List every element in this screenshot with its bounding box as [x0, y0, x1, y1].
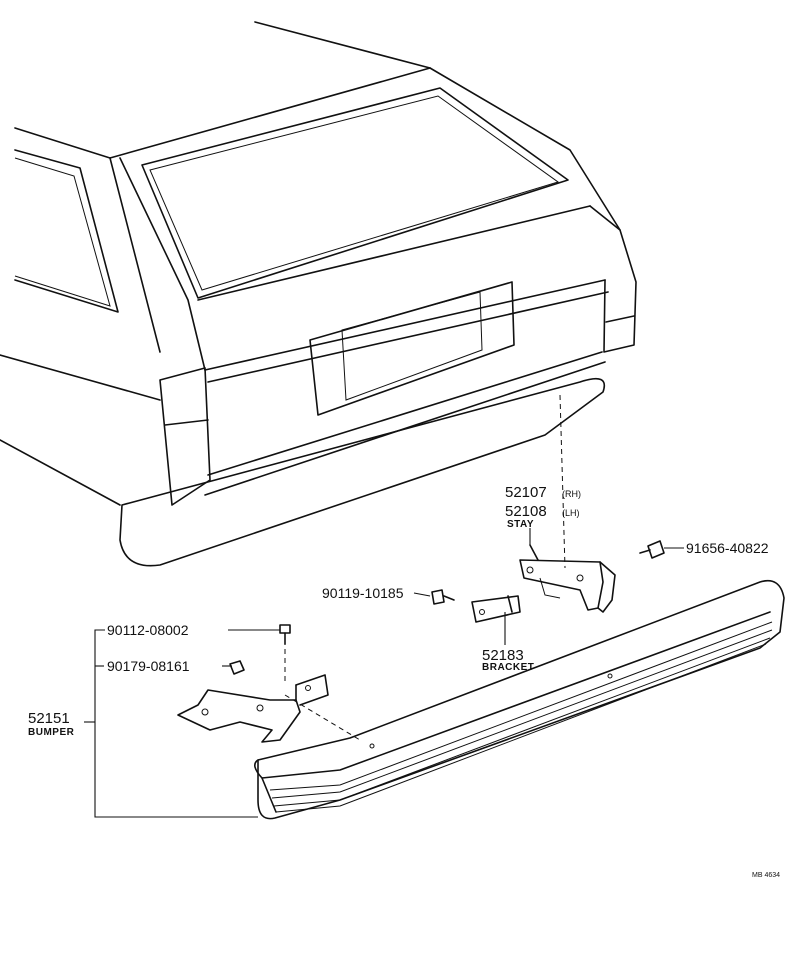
stay-part — [519, 544, 616, 613]
bracket-part — [471, 595, 521, 623]
bracket-number: 52183 — [482, 647, 524, 664]
bolt-left-number: 90112-08002 — [107, 622, 189, 638]
stay-lh-number: 52108 — [505, 503, 547, 520]
bumper-bracket-left — [177, 674, 329, 743]
bolt-left-icon — [279, 624, 291, 645]
bumper-name: BUMPER — [28, 727, 75, 738]
alignment-line-stay — [559, 394, 566, 569]
bracket-name: BRACKET — [482, 662, 534, 673]
bumper-group-bracket — [94, 629, 258, 818]
drawing-code: MB 4634 — [752, 872, 780, 879]
stay-rh-side: (RH) — [562, 489, 581, 499]
bolt-center-icon — [431, 589, 455, 605]
leader-bolt-center — [413, 592, 431, 597]
car-body — [0, 21, 637, 567]
bolt-right-number: 91656-40822 — [686, 540, 769, 556]
stay-name: STAY — [507, 519, 534, 530]
stay-lh-side: (LH) — [562, 508, 580, 518]
nut-left-number: 90179-08161 — [107, 658, 190, 674]
bumper-part — [254, 579, 785, 820]
stay-rh-number: 52107 — [505, 484, 547, 501]
nut-left-icon — [229, 660, 245, 675]
bolt-center-number: 90119-10185 — [322, 585, 404, 601]
alignment-line-bumper — [284, 694, 361, 741]
bumper-number: 52151 — [28, 710, 70, 727]
bolt-right-icon — [639, 540, 665, 559]
